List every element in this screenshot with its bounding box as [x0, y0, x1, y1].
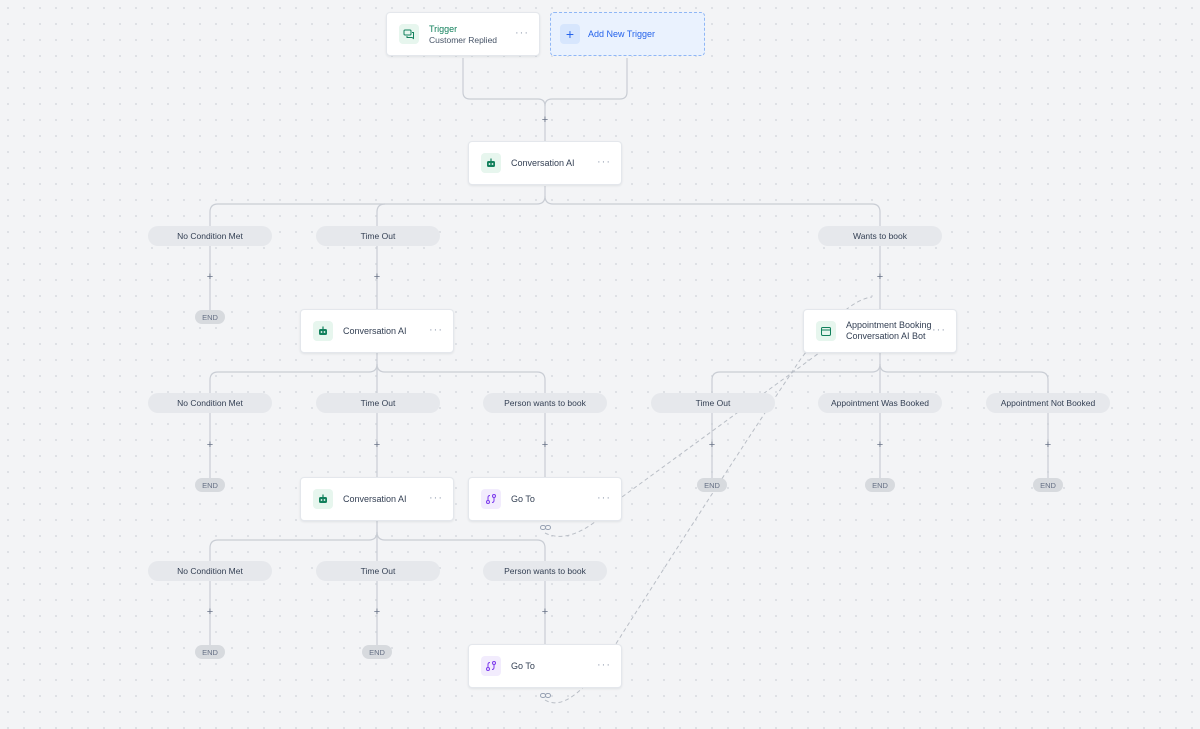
more-options-icon[interactable]: ··· [932, 324, 946, 336]
end-marker: END [1033, 478, 1063, 492]
branch-time-out[interactable]: Time Out [316, 393, 440, 413]
node-label-line2: Conversation AI Bot [846, 331, 926, 341]
add-step-button[interactable]: + [206, 606, 214, 618]
link-icon[interactable] [538, 520, 552, 534]
go-to-node-1[interactable]: Go To ··· [468, 477, 622, 521]
branch-time-out[interactable]: Time Out [651, 393, 775, 413]
more-options-icon[interactable]: ··· [597, 659, 611, 671]
node-label: Go To [511, 660, 535, 671]
go-to-node-2[interactable]: Go To ··· [468, 644, 622, 688]
add-trigger-label: Add New Trigger [588, 29, 656, 39]
route-icon [481, 489, 501, 509]
end-marker: END [865, 478, 895, 492]
add-step-button[interactable]: + [373, 606, 381, 618]
branch-no-condition-met[interactable]: No Condition Met [148, 226, 272, 246]
end-marker: END [362, 645, 392, 659]
more-options-icon[interactable]: ··· [429, 324, 443, 336]
route-icon [481, 656, 501, 676]
conversation-ai-node-2[interactable]: Conversation AI ··· [300, 309, 454, 353]
more-options-icon[interactable]: ··· [597, 492, 611, 504]
conversation-ai-node-1[interactable]: Conversation AI ··· [468, 141, 622, 185]
add-step-button[interactable]: + [206, 439, 214, 451]
branch-appointment-was-booked[interactable]: Appointment Was Booked [818, 393, 942, 413]
node-label: Go To [511, 493, 535, 504]
branch-time-out[interactable]: Time Out [316, 561, 440, 581]
branch-person-wants-to-book[interactable]: Person wants to book [483, 561, 607, 581]
branch-no-condition-met[interactable]: No Condition Met [148, 561, 272, 581]
conversation-ai-node-3[interactable]: Conversation AI ··· [300, 477, 454, 521]
more-options-icon[interactable]: ··· [597, 156, 611, 168]
node-label: Conversation AI [343, 325, 407, 336]
node-label: Conversation AI [511, 157, 575, 168]
add-step-button[interactable]: + [541, 606, 549, 618]
branch-no-condition-met[interactable]: No Condition Met [148, 393, 272, 413]
calendar-icon [816, 321, 836, 341]
end-marker: END [697, 478, 727, 492]
add-step-button[interactable]: + [373, 271, 381, 283]
add-step-button[interactable]: + [541, 439, 549, 451]
node-label: Conversation AI [343, 493, 407, 504]
branch-person-wants-to-book[interactable]: Person wants to book [483, 393, 607, 413]
add-step-button[interactable]: + [541, 114, 549, 126]
add-step-button[interactable]: + [876, 271, 884, 283]
trigger-title: Trigger [429, 23, 458, 34]
more-options-icon[interactable]: ··· [429, 492, 443, 504]
end-marker: END [195, 645, 225, 659]
plus-icon: + [560, 24, 580, 44]
branch-wants-to-book[interactable]: Wants to book [818, 226, 942, 246]
end-marker: END [195, 310, 225, 324]
add-step-button[interactable]: + [373, 439, 381, 451]
node-label-line1: Appointment Booking [846, 320, 932, 330]
add-step-button[interactable]: + [206, 271, 214, 283]
end-marker: END [195, 478, 225, 492]
more-options-icon[interactable]: ··· [515, 27, 529, 39]
branch-time-out[interactable]: Time Out [316, 226, 440, 246]
chat-icon [399, 24, 419, 44]
robot-icon [313, 321, 333, 341]
branch-appointment-not-booked[interactable]: Appointment Not Booked [986, 393, 1110, 413]
robot-icon [313, 489, 333, 509]
robot-icon [481, 153, 501, 173]
add-step-button[interactable]: + [708, 439, 716, 451]
trigger-card[interactable]: Trigger Customer Replied ··· [386, 12, 540, 56]
trigger-subtitle: Customer Replied [429, 34, 498, 45]
appointment-booking-node[interactable]: Appointment Booking Conversation AI Bot … [803, 309, 957, 353]
add-step-button[interactable]: + [876, 439, 884, 451]
link-icon[interactable] [538, 688, 552, 702]
add-step-button[interactable]: + [1044, 439, 1052, 451]
add-new-trigger-button[interactable]: + Add New Trigger [550, 12, 705, 56]
